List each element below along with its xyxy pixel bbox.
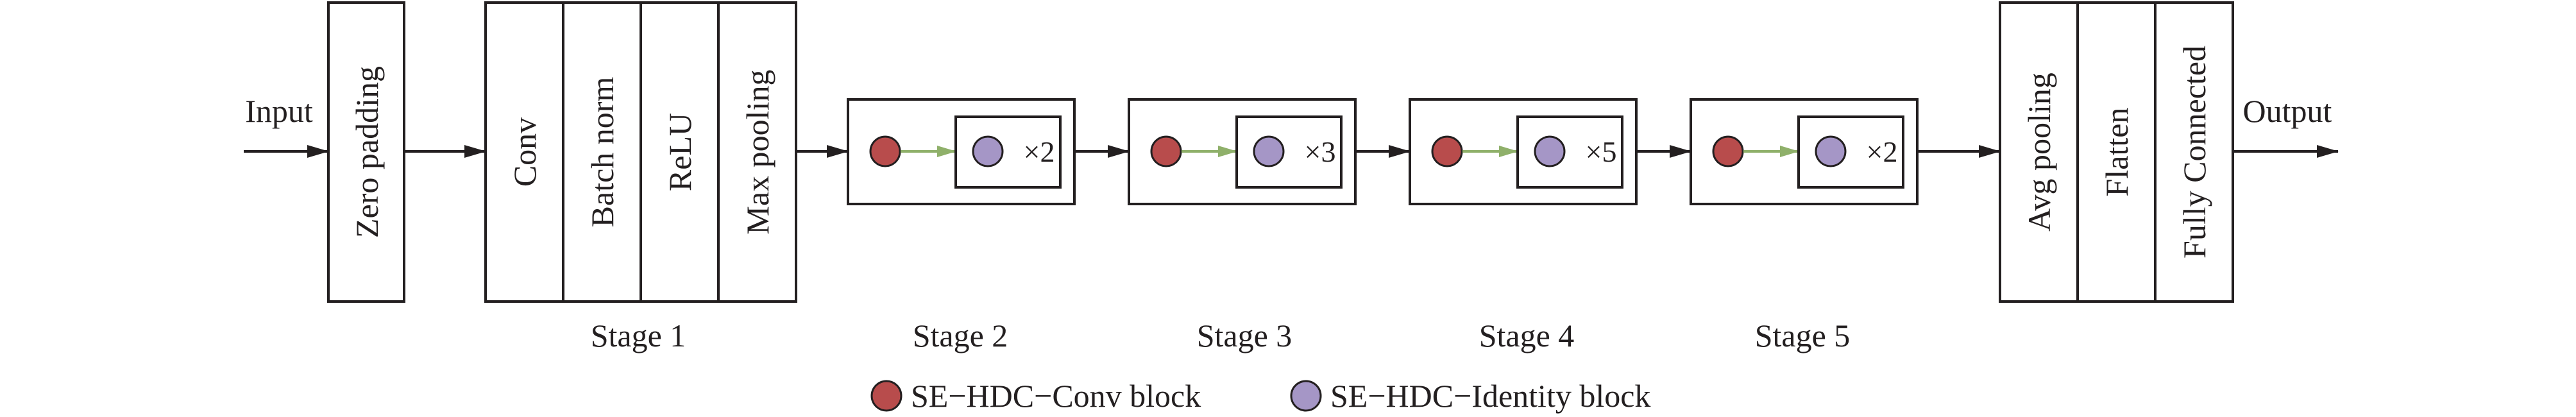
head-group: Avg pooling Flatten Fully Connected [1999,1,2234,303]
legend-identity-block-label: SE−HDC−Identity block [1330,378,1650,414]
flatten-box [2076,1,2157,303]
stage2-conv-block-icon [869,135,901,167]
head-layer-flatten: Flatten [2099,108,2135,197]
stage2-group: ×2 Stage 2 [847,98,1076,353]
head-layer-avgpool: Avg pooling [2021,72,2057,232]
fully-connected-box [2154,1,2234,303]
stage4-group: ×5 Stage 4 [1409,98,1638,353]
stage1-conv-box [484,1,564,303]
stage3-identity-block-icon [1253,135,1285,167]
stage3-group: ×3 Stage 3 [1128,98,1357,353]
legend-identity-block-icon [1290,380,1322,412]
stage3-conv-block-icon [1150,135,1182,167]
stage5-repeat-count: ×2 [1867,135,1898,168]
stage4-label: Stage 4 [1479,318,1575,353]
stage2-repeat-count: ×2 [1024,135,1055,168]
stage3-label: Stage 3 [1197,318,1292,353]
stage5-group: ×2 Stage 5 [1690,98,1919,353]
zero-padding-label: Zero padding [349,66,385,238]
stage5-identity-block-icon [1815,135,1847,167]
stage1-layer-conv: Conv [507,117,543,187]
stage1-layer-maxpool: Max pooling [740,70,775,235]
stage4-identity-block-icon [1534,135,1566,167]
stage5-conv-block-icon [1712,135,1744,167]
input-label: Input [245,93,313,129]
stage1-group: Conv Batch norm ReLU Max pooling Stage 1 [484,1,797,353]
stage3-repeat-count: ×3 [1305,135,1336,168]
legend-conv-block-label: SE−HDC−Conv block [911,378,1201,414]
avg-pooling-box [1999,1,2079,303]
stage2-label: Stage 2 [913,318,1008,353]
legend: SE−HDC−Conv block SE−HDC−Identity block [870,378,1650,414]
stage4-conv-block-icon [1431,135,1463,167]
stage1-batchnorm-box [562,1,642,303]
stage2-identity-block-icon [972,135,1004,167]
stage4-repeat-count: ×5 [1586,135,1617,168]
legend-conv-block-icon [870,380,902,412]
stage1-relu-box [640,1,720,303]
stage1-layer-relu: ReLU [662,113,698,191]
stage1-label: Stage 1 [591,318,686,353]
stage1-layer-batchnorm: Batch norm [584,77,620,228]
head-layer-fully-connected: Fully Connected [2176,46,2212,259]
stage5-label: Stage 5 [1755,318,1851,353]
output-label: Output [2243,93,2332,129]
